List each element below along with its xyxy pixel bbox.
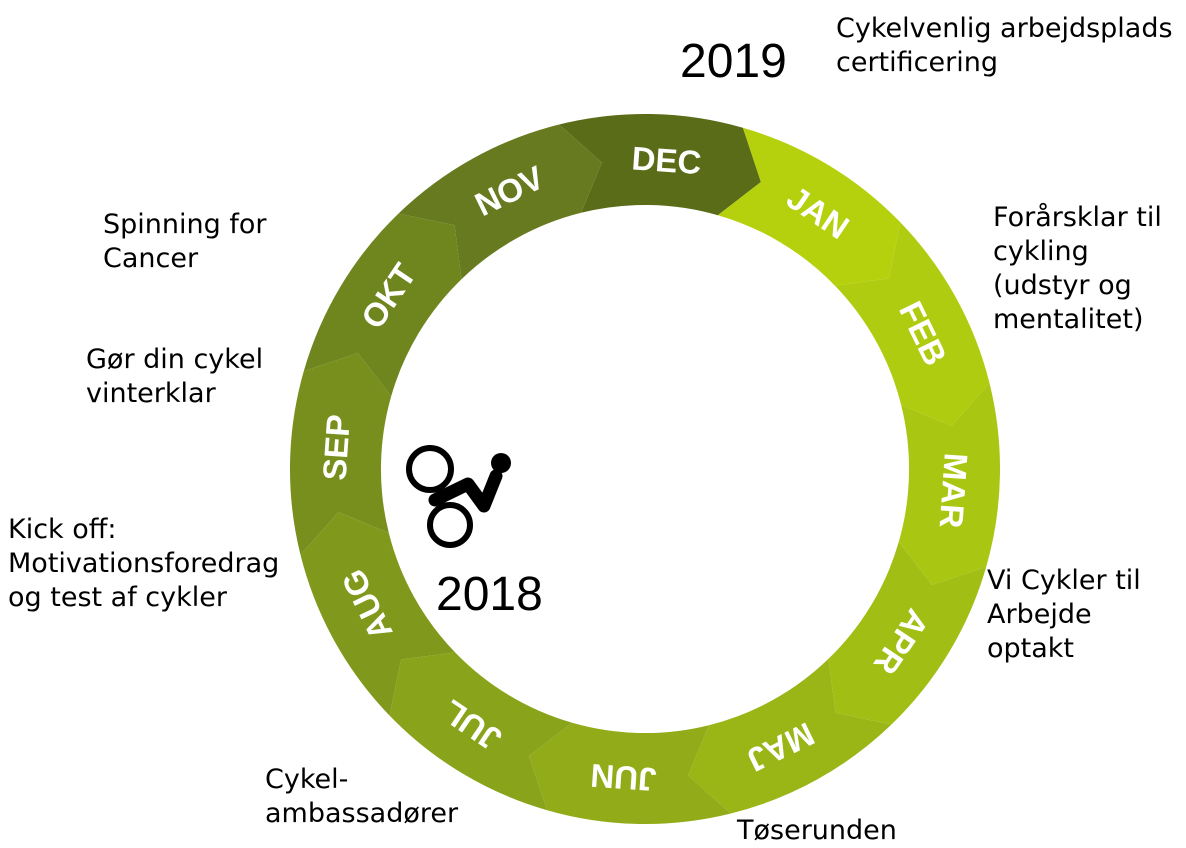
year-start-label: 2018 <box>436 568 543 621</box>
month-segment-nov <box>398 124 602 280</box>
month-segment-dec <box>559 113 761 216</box>
month-segment-jul <box>389 652 573 811</box>
month-label-sep: SEP <box>316 413 358 481</box>
annotation-sep: Kick off: Motivationsforedrag og test af… <box>8 514 280 613</box>
month-segment-apr <box>828 541 987 725</box>
month-segment-mar <box>898 383 1001 585</box>
month-label-dec: DEC <box>631 139 703 181</box>
annotation-jul-aug: Cykel- ambassadører <box>265 764 459 829</box>
annotation-nov: Spinning for Cancer <box>103 209 267 274</box>
month-segment-sep <box>289 353 392 555</box>
month-segment-jun <box>529 722 731 825</box>
month-segments <box>289 113 1001 825</box>
annotation-jan: Cykelvenlig arbejdsplads certificering <box>836 13 1173 78</box>
month-segment-maj <box>688 658 892 814</box>
year-end-label: 2019 <box>680 35 787 88</box>
annotation-feb-mar: Forårsklar til cykling (udstyr og mental… <box>993 202 1162 335</box>
month-segment-okt <box>303 213 462 397</box>
month-label-jun: JUN <box>589 757 657 799</box>
month-segment-jan <box>717 127 901 286</box>
annotation-jun: Tøserunden <box>737 815 897 846</box>
annotation-apr-maj: Vi Cykler til Arbejde optakt <box>987 565 1141 664</box>
cyclist-icon <box>406 445 511 548</box>
annotation-okt: Gør din cykel vinterklar <box>86 344 264 409</box>
month-segment-feb <box>834 222 990 426</box>
month-label-mar: MAR <box>933 452 975 530</box>
month-segment-aug <box>300 512 456 716</box>
